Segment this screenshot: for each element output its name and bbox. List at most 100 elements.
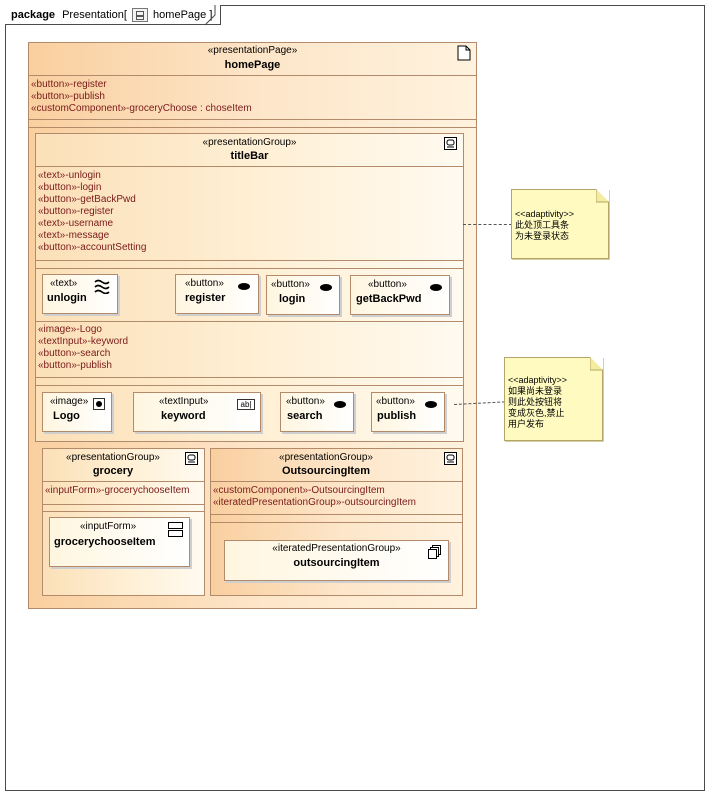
divider <box>210 514 463 515</box>
divider <box>35 385 464 386</box>
part-name: publish <box>377 410 417 422</box>
homepage-attr: «button»-register <box>31 79 107 90</box>
divider <box>42 481 205 482</box>
searchbar-attr: «textInput»-keyword <box>38 336 129 347</box>
divider <box>28 75 477 76</box>
titlebar-title: titleBar <box>230 150 269 162</box>
searchbar-attr: «button»-search <box>38 348 111 359</box>
image-icon <box>93 398 105 410</box>
divider <box>42 511 205 512</box>
titlebar-attr: «button»-register <box>38 206 114 217</box>
text-input-icon: ab| <box>237 399 255 410</box>
frame-path: Presentation <box>62 8 124 21</box>
divider <box>35 321 464 322</box>
login-part[interactable] <box>266 275 340 315</box>
keyword-part[interactable] <box>133 392 261 432</box>
homepage-attr: «button»-publish <box>31 91 105 102</box>
unlogin-part[interactable] <box>42 274 118 314</box>
part-stereotype: «inputForm» <box>80 521 137 532</box>
diagram-icon <box>131 8 148 22</box>
eye-icon <box>430 284 442 291</box>
titlebar-attr: «button»-login <box>38 182 102 193</box>
note-line: 此处顶工具条 <box>515 220 570 230</box>
homepage-attr: «customComponent»-groceryChoose : choseI… <box>31 103 252 114</box>
note-fold <box>590 357 603 371</box>
grocery-stereotype: «presentationGroup» <box>66 452 160 463</box>
part-name: unlogin <box>47 292 87 304</box>
group-icon <box>444 452 457 465</box>
grocery-attr: «inputForm»-grocerychooseItem <box>45 485 190 496</box>
part-name: outsourcingItem <box>293 557 380 569</box>
frame-diagram-name[interactable]: homePage <box>153 8 207 21</box>
part-name: getBackPwd <box>356 293 422 305</box>
outsourcing-attr: «iteratedPresentationGroup»-outsourcingI… <box>213 497 416 508</box>
titlebar-attr: «text»-message <box>38 230 110 241</box>
eye-icon <box>425 401 437 408</box>
group-icon <box>185 452 198 465</box>
titlebar-attr: «button»-accountSetting <box>38 242 147 253</box>
homepage-stereotype: «presentationPage» <box>207 45 298 56</box>
group-icon <box>444 137 457 150</box>
frame-bracket-open: [ <box>123 8 127 21</box>
homepage-title: homePage <box>224 59 281 71</box>
part-name: keyword <box>161 410 206 422</box>
divider <box>35 268 464 269</box>
frame-tab-corner <box>205 5 216 26</box>
outsourcing-title: OutsourcingItem <box>281 465 370 477</box>
note-titlebar[interactable]: <<adaptivity>> 此处顶工具条 为未登录状态 <box>511 189 609 259</box>
note-line: 用户发布 <box>508 419 545 429</box>
divider <box>42 504 205 505</box>
divider <box>28 127 477 128</box>
part-stereotype: «button» <box>376 396 415 407</box>
divider <box>210 481 463 482</box>
page-icon <box>457 45 471 61</box>
frame-keyword: package <box>11 8 56 21</box>
outsourcingitem-part[interactable] <box>224 540 449 581</box>
part-name: register <box>185 292 226 304</box>
searchbar-attr: «image»-Logo <box>38 324 102 335</box>
eye-icon <box>334 401 346 408</box>
note-line: <<adaptivity>> <box>515 209 575 219</box>
part-stereotype: «textInput» <box>159 396 209 407</box>
note-publish[interactable]: <<adaptivity>> 如果尚未登录 则此处按钮将 变成灰色,禁止 用户发… <box>504 357 603 441</box>
wave-lines-icon <box>94 279 110 294</box>
eye-icon <box>238 283 250 290</box>
form-icon <box>168 522 183 537</box>
publish-part[interactable] <box>371 392 445 432</box>
note-fold <box>596 189 609 203</box>
part-stereotype: «button» <box>271 279 310 290</box>
titlebar-attr: «text»-username <box>38 218 114 229</box>
note-connector <box>463 224 512 225</box>
titlebar-stereotype: «presentationGroup» <box>202 137 297 148</box>
note-line: 变成灰色,禁止 <box>508 408 565 418</box>
divider <box>28 119 477 120</box>
register-part[interactable] <box>175 274 259 314</box>
titlebar-attr: «text»-unlogin <box>38 170 101 181</box>
divider <box>35 377 464 378</box>
part-stereotype: «iteratedPresentationGroup» <box>272 543 401 554</box>
note-line: 为未登录状态 <box>515 231 570 241</box>
outsourcing-stereotype: «presentationGroup» <box>279 452 373 463</box>
titlebar-attr: «button»-getBackPwd <box>38 194 136 205</box>
part-stereotype: «text» <box>50 278 78 289</box>
frame-bracket-close: ] <box>209 8 213 21</box>
note-line: <<adaptivity>> <box>508 375 568 385</box>
part-stereotype: «button» <box>286 396 325 407</box>
part-name: grocerychooseItem <box>54 536 156 548</box>
note-line: 如果尚未登录 <box>508 386 563 396</box>
outsourcing-attr: «customComponent»-OutsourcingItem <box>213 485 385 496</box>
divider <box>35 260 464 261</box>
search-part[interactable] <box>280 392 354 432</box>
iterated-icon <box>428 545 441 559</box>
getbackpwd-part[interactable] <box>350 275 450 315</box>
part-stereotype: «button» <box>368 279 407 290</box>
grocerychooseitem-part[interactable] <box>49 517 190 567</box>
grocery-title: grocery <box>92 465 134 477</box>
divider <box>210 522 463 523</box>
note-line: 则此处按钮将 <box>508 397 563 407</box>
frame-tab: package Presentation[ homePage ] <box>5 5 222 25</box>
part-name: Logo <box>53 410 80 422</box>
part-name: login <box>279 293 306 305</box>
divider <box>35 166 464 167</box>
part-stereotype: «button» <box>185 278 224 289</box>
